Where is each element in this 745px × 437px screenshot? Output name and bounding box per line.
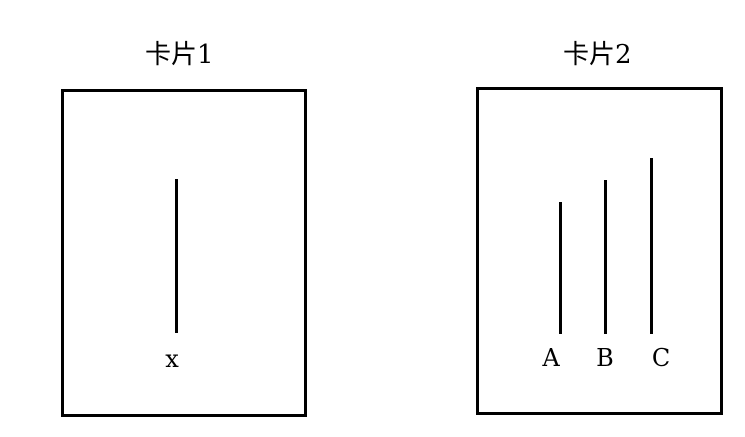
card-1: x <box>61 89 307 417</box>
card-1-title: 卡片1 <box>145 40 214 70</box>
line-c <box>650 158 653 334</box>
card-2-title: 卡片2 <box>563 40 632 70</box>
line-x-label: x <box>165 345 179 373</box>
line-a <box>559 202 562 334</box>
line-a-label: A <box>542 344 560 372</box>
line-c-label: C <box>651 344 671 372</box>
line-b-label: B <box>596 344 614 372</box>
line-x <box>175 179 178 333</box>
line-b <box>604 180 607 334</box>
card-2: A B C <box>476 87 723 415</box>
